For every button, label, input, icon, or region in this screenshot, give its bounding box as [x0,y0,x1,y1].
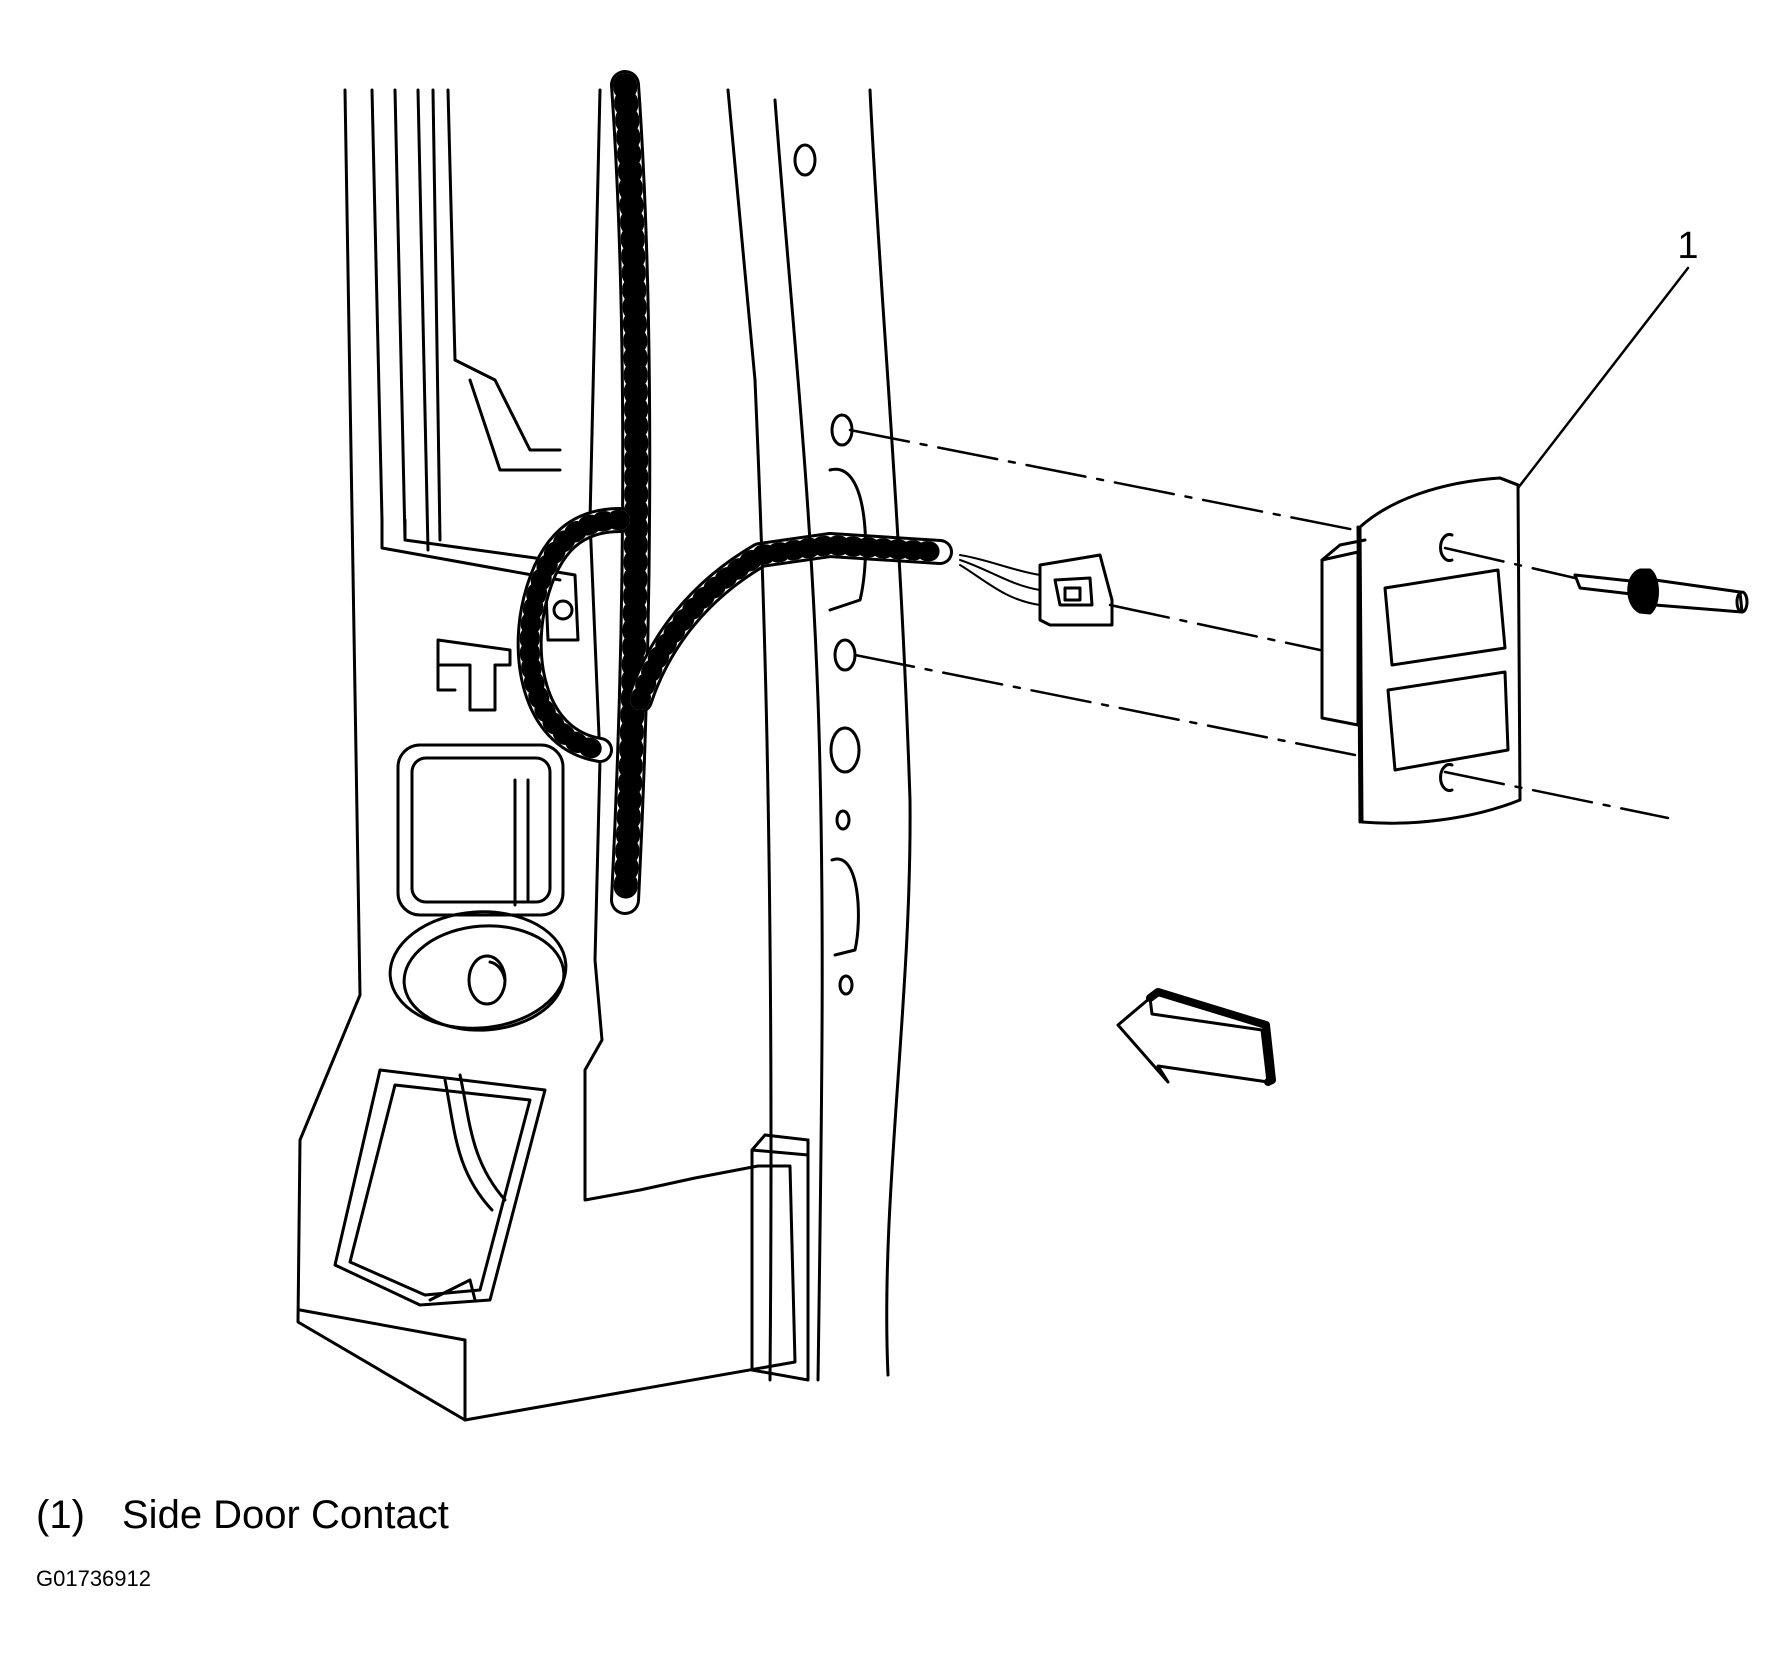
fastener-screw [1573,568,1749,615]
alignment-lines [848,428,1670,820]
legend-label: Side Door Contact [122,1493,449,1537]
door-jamb [726,88,912,1382]
figure-id: G01736912 [36,1566,151,1591]
legend-number: (1) [36,1493,85,1537]
callout-number: 1 [1677,225,1698,267]
wiring-harness [516,70,1041,915]
legend-item: (1) Side Door Contact [36,1493,449,1538]
door-panel [296,88,797,1422]
side-door-contact [1320,476,1522,825]
direction-arrow [1116,988,1276,1086]
callout-1: 1 [1516,225,1699,490]
harness-connector [1038,553,1114,627]
